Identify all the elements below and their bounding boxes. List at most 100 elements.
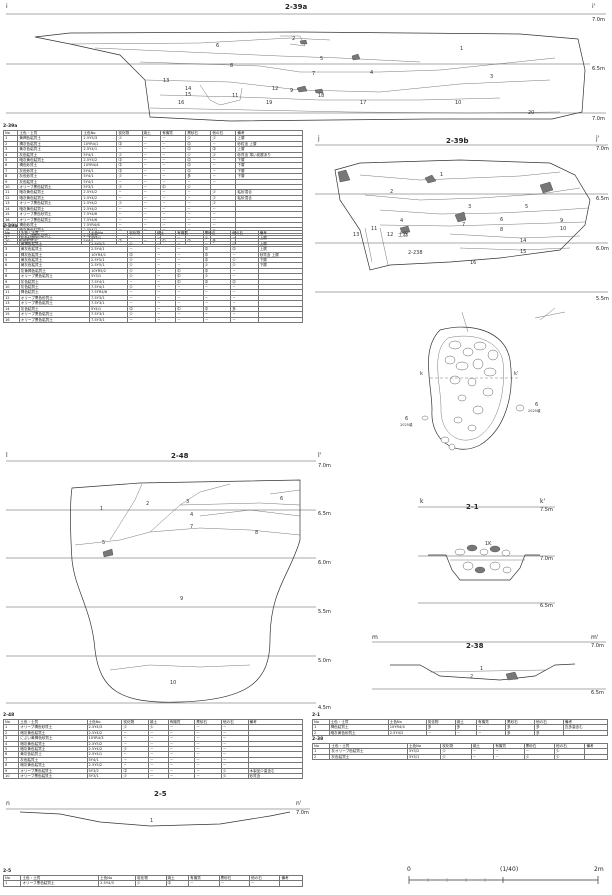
plan-k-prime-label: k' xyxy=(514,371,518,377)
layer-label: 1 xyxy=(150,818,153,824)
table-cell: 1 xyxy=(2,880,22,887)
section-2-5-elev: 7.0m xyxy=(296,810,309,816)
table-cell: 少 xyxy=(135,880,167,887)
section-2-39a-left-label: i xyxy=(6,3,8,10)
section-2-48-title: 2-48 xyxy=(171,452,189,460)
section-2-38-right-label: m' xyxy=(591,634,599,641)
section-2-5-left-label: n xyxy=(6,800,10,807)
section-2-39b-elev-4: 5.5m xyxy=(596,296,609,302)
section-2-1-right-label: k' xyxy=(540,498,546,505)
table-cell: 暗灰黄色砂質土 xyxy=(328,729,389,737)
plan-k-label: k xyxy=(420,371,423,377)
section-2-39b-title: 2-39b xyxy=(446,137,469,145)
plan-stone-ref-label: 6 xyxy=(535,402,538,408)
layer-label: 4 xyxy=(400,218,403,224)
layer-label: 6 xyxy=(280,496,283,502)
section-2-38-left-label: m xyxy=(372,634,378,641)
layer-label: 16 xyxy=(178,100,184,106)
section-2-39b-elev-1: 7.0m xyxy=(596,146,609,152)
layer-label: 20 xyxy=(528,110,534,116)
layer-label: 11 xyxy=(232,93,238,99)
layer-label: 6 xyxy=(500,217,503,223)
table-cell: 7.5Y3/1 xyxy=(88,316,129,323)
layer-label: 13 xyxy=(163,78,169,84)
scale-end-label: 2m xyxy=(594,866,604,873)
scale-start-label: 0 xyxy=(407,866,411,873)
section-2-39b-ref-label: 2-238 xyxy=(408,250,423,256)
plan-stone-ref-sub: 2025頃 xyxy=(528,408,541,413)
table-cell: オリーブ黒色粘質土 xyxy=(18,773,88,780)
layer-label: 7 xyxy=(312,71,315,77)
section-2-39b-elev-2: 6.5m xyxy=(596,196,609,202)
layer-label: 12 xyxy=(387,232,393,238)
layer-label: 10 xyxy=(170,680,176,686)
layer-label: 9 xyxy=(290,88,293,94)
layer-label: 5 xyxy=(525,204,528,210)
section-2-48-right-label: l' xyxy=(318,452,322,459)
section-2-1-elev-1: 7.5m xyxy=(540,507,553,513)
section-2-39b-elev-3: 6.0m xyxy=(596,246,609,252)
section-2-39a-right-label: i' xyxy=(592,3,596,10)
section-2-48-elev-4: 5.5m xyxy=(318,609,331,615)
section-2-5-title: 2-5 xyxy=(154,790,167,798)
table-2-1-title: 2-1 xyxy=(312,713,321,718)
layer-label: 15 xyxy=(185,92,191,98)
table-cell: 少 xyxy=(121,773,150,780)
table-2-38-title: 2-38 xyxy=(312,737,324,742)
table-cell: オリーブ黒色粘質土 xyxy=(17,200,83,207)
section-2-48-left-label: l xyxy=(6,452,8,459)
layer-label: 1 xyxy=(480,666,483,672)
section-2-39b-drawing: 1 2 3 4 5 6 7 8 9 10 11 12 13 14 15 16 土… xyxy=(315,144,608,293)
layer-label: 8 xyxy=(255,530,258,536)
table-cell: － xyxy=(154,316,177,323)
table-cell: － xyxy=(248,880,281,887)
layer-label: 2 xyxy=(146,501,149,507)
table-cell: 10 xyxy=(2,773,20,780)
section-2-5-right-label: n' xyxy=(296,800,302,807)
table-cell: 2 xyxy=(311,753,331,761)
plan-stone-ref-sub-2: 2025頃 xyxy=(400,422,413,427)
layer-label: 3 xyxy=(490,74,493,80)
table-cell: オリーブ黒色粘質土 xyxy=(17,184,83,191)
layer-label: 4 xyxy=(370,70,373,76)
section-2-5-drawing: 1 xyxy=(6,808,310,827)
table-cell xyxy=(257,316,304,323)
layer-label: 10 xyxy=(455,100,461,106)
section-2-38-title: 2-38 xyxy=(466,642,484,650)
table-cell: 2.5Y4/2 xyxy=(387,729,427,737)
table-cell: － xyxy=(470,753,495,761)
table-cell: 砂質含 xyxy=(247,773,304,780)
layer-label: 7 xyxy=(462,222,465,228)
plan-view-drawing: k k' 6 2025頃 6 2025頃 xyxy=(400,307,566,451)
section-2-48-elev-3: 6.0m xyxy=(318,560,331,566)
section-2-48-elev-6: 4.5m xyxy=(318,705,331,711)
section-2-38-elev-2: 6.5m xyxy=(591,690,604,696)
layer-label: 17 xyxy=(360,100,366,106)
section-2-38-elev-1: 7.0m xyxy=(591,643,604,649)
layer-label: 6 xyxy=(216,43,219,49)
section-2-39b-doki-label: 土器 xyxy=(398,231,408,238)
layer-label: 12 xyxy=(272,86,278,92)
section-2-1-layer-label: 1K xyxy=(485,541,492,547)
